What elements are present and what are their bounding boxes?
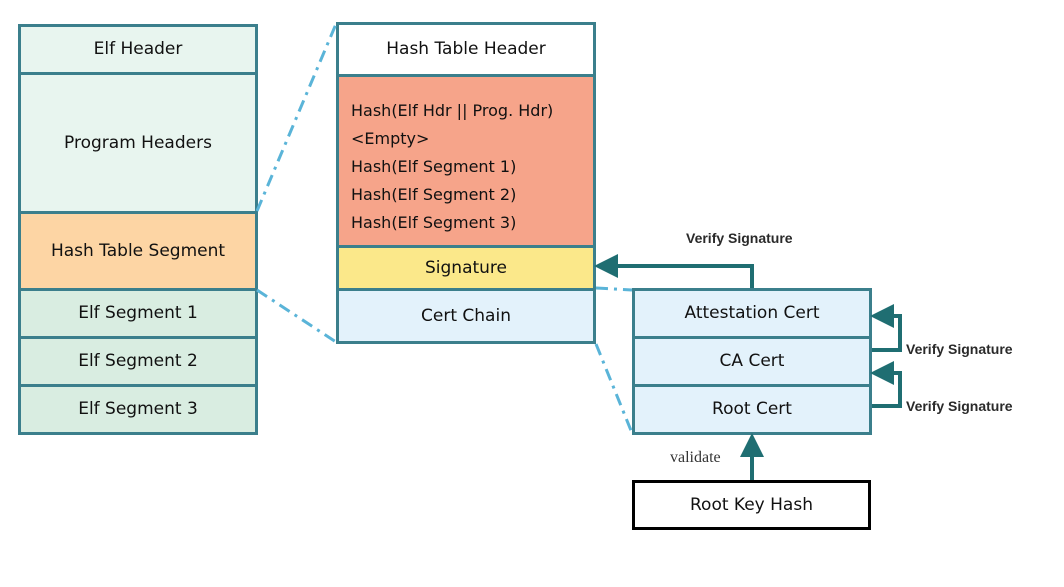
connector-hash-segment-top	[255, 23, 338, 212]
elf-header-box: Elf Header	[18, 24, 258, 75]
verify-signature-arrow	[594, 254, 754, 288]
hash-table-segment-label: Hash Table Segment	[50, 240, 226, 261]
program-headers-label: Program Headers	[64, 132, 212, 153]
root-cert-label: Root Cert	[712, 399, 792, 419]
hash-entry-elf-segment-2: Hash(Elf Segment 2)	[351, 185, 517, 204]
connector-cert-chain-top	[595, 286, 633, 292]
hash-entries-box: Hash(Elf Hdr || Prog. Hdr) <Empty> Hash(…	[336, 74, 596, 248]
signature-label: Signature	[424, 257, 507, 278]
ca-cert-label: CA Cert	[719, 351, 785, 371]
elf-segment-3-box: Elf Segment 3	[18, 384, 258, 435]
hash-entry-empty: <Empty>	[351, 129, 430, 148]
hash-entry-elf-prog-hdr: Hash(Elf Hdr || Prog. Hdr)	[351, 101, 554, 120]
root-key-hash-label: Root Key Hash	[690, 494, 813, 515]
elf-segment-1-label: Elf Segment 1	[78, 303, 198, 323]
elf-segment-2-box: Elf Segment 2	[18, 336, 258, 387]
hash-table-header-label: Hash Table Header	[386, 39, 546, 59]
validate-label: validate	[670, 449, 721, 466]
connector-hash-segment-bottom	[256, 288, 337, 344]
signature-box: Signature	[336, 245, 596, 291]
verify-signature-ca-label: Verify Signature	[906, 341, 1013, 357]
cert-chain-label: Cert Chain	[421, 305, 511, 326]
attestation-cert-label: Attestation Cert	[684, 303, 820, 323]
verify-signature-root-label: Verify Signature	[906, 398, 1013, 414]
hash-table-segment-box: Hash Table Segment	[18, 211, 258, 291]
hash-entry-elf-segment-3: Hash(Elf Segment 3)	[351, 213, 517, 232]
verify-attestation-arrow	[870, 304, 902, 352]
ca-cert-box: CA Cert	[632, 336, 872, 387]
verify-signature-label: Verify Signature	[686, 230, 793, 246]
elf-segment-2-label: Elf Segment 2	[78, 351, 198, 371]
zoom-connectors	[255, 23, 634, 434]
connector-cert-chain-bottom	[594, 343, 634, 434]
root-key-hash-box: Root Key Hash	[632, 480, 871, 530]
hash-table-header-box: Hash Table Header	[336, 22, 596, 77]
hash-entry-elf-segment-1: Hash(Elf Segment 1)	[351, 157, 517, 176]
verify-ca-arrow	[870, 361, 902, 408]
elf-header-label: Elf Header	[93, 39, 183, 59]
cert-chain-box: Cert Chain	[336, 288, 596, 344]
elf-segment-3-label: Elf Segment 3	[78, 399, 198, 419]
